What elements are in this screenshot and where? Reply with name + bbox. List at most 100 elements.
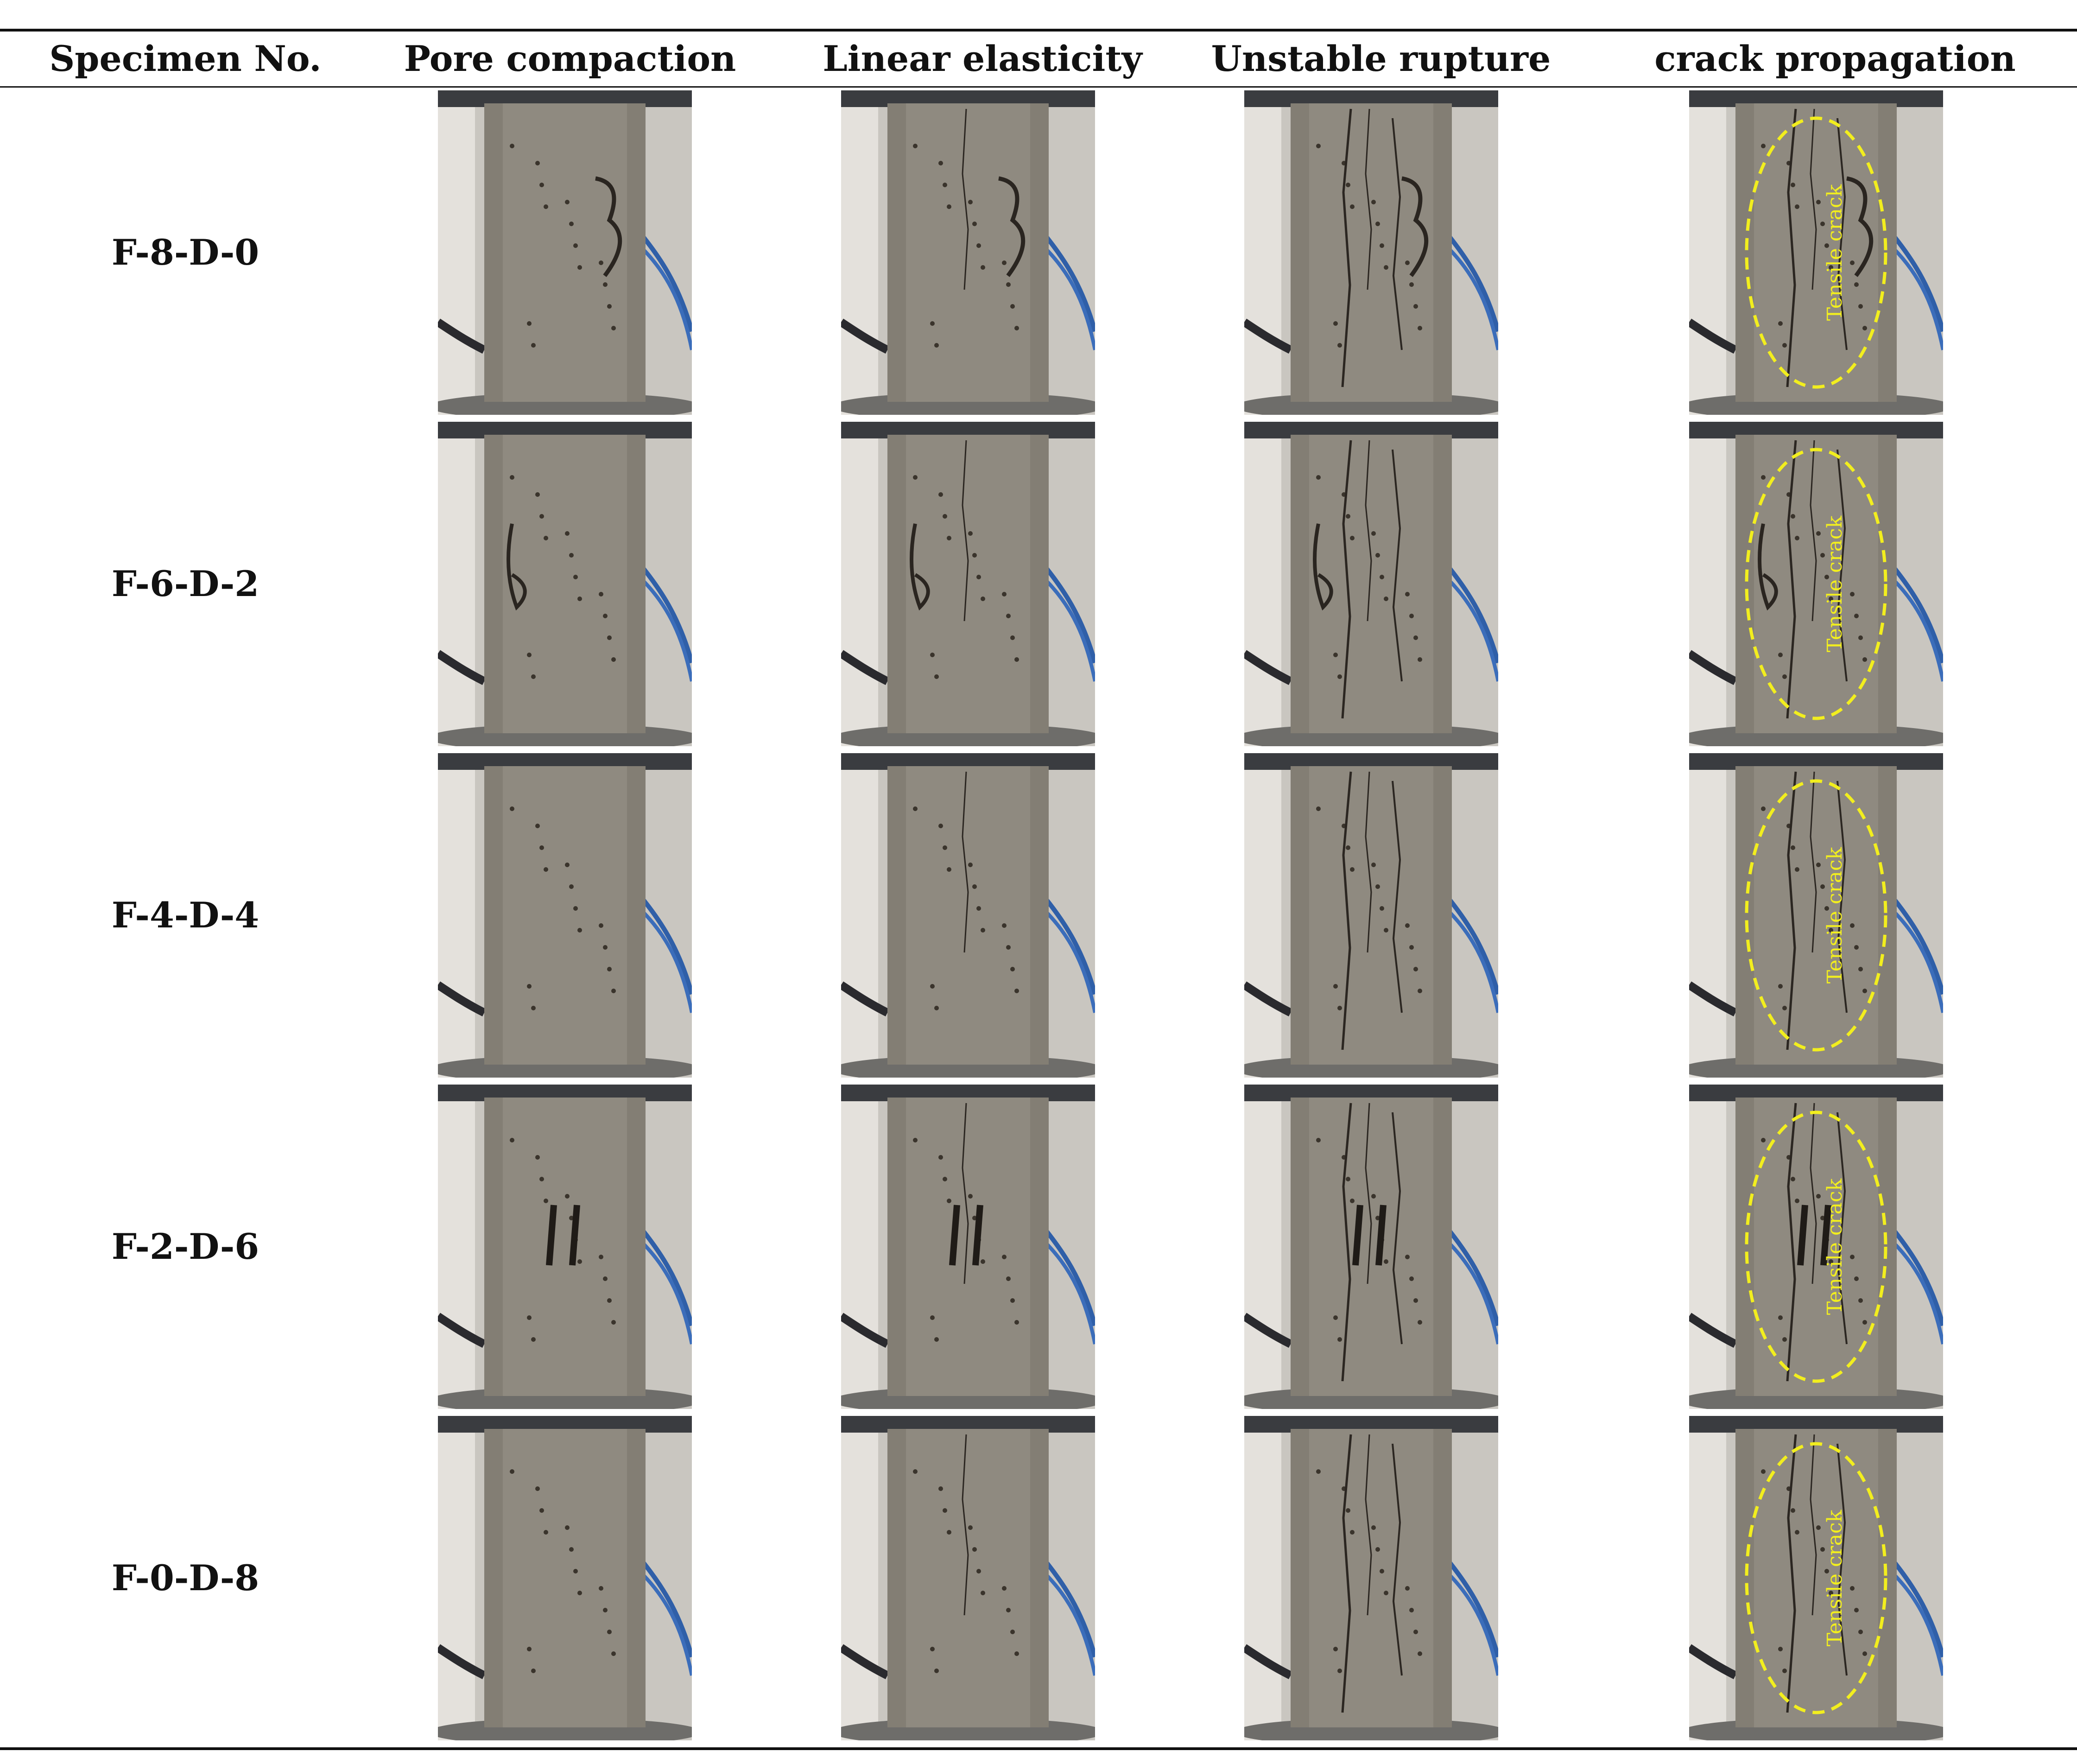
specimen-cylinder xyxy=(887,1429,1049,1727)
cylinder-shade xyxy=(1291,435,1309,733)
photo-pore-compaction xyxy=(438,1085,692,1409)
surface-pore xyxy=(968,531,973,536)
surface-pore xyxy=(531,1337,536,1342)
crack-line xyxy=(1810,108,1817,290)
specimen-cylinder xyxy=(887,1098,1049,1396)
specimen-cylinder xyxy=(1735,1098,1897,1396)
surface-pore xyxy=(1409,1276,1414,1281)
cable xyxy=(1038,1553,1095,1658)
cable xyxy=(841,318,890,354)
photo-unstable-rupture xyxy=(1244,1416,1498,1740)
cable xyxy=(1044,578,1095,682)
cylinder-shade xyxy=(627,1098,646,1396)
marker-slash xyxy=(569,1205,580,1266)
marker-slash xyxy=(1375,1205,1387,1266)
surface-pore xyxy=(1761,1138,1766,1142)
surface-pore xyxy=(981,265,985,270)
surface-pore xyxy=(972,553,977,558)
surface-pore xyxy=(1333,1647,1338,1651)
surface-pore xyxy=(1316,806,1321,811)
cable xyxy=(438,1644,487,1680)
cable xyxy=(438,1313,487,1348)
surface-pore xyxy=(1824,243,1829,248)
surface-pore xyxy=(1829,1591,1833,1595)
specimen-photo-graphic xyxy=(841,1085,1095,1409)
surface-pore xyxy=(539,845,544,850)
surface-pore xyxy=(565,1525,570,1530)
surface-pore xyxy=(1829,596,1833,601)
photo-linear-elasticity xyxy=(841,90,1095,415)
surface-pore xyxy=(535,1486,540,1491)
surface-pore xyxy=(1418,989,1422,993)
specimen-photo-graphic xyxy=(438,1085,692,1409)
surface-pore xyxy=(1006,614,1011,618)
backdrop-wall xyxy=(1244,1085,1281,1409)
surface-pore xyxy=(934,1006,939,1010)
cable xyxy=(438,650,487,685)
header-linear-elasticity: Linear elasticity xyxy=(823,38,1142,79)
surface-pore xyxy=(527,321,532,326)
specimen-cylinder xyxy=(484,435,646,733)
surface-pore xyxy=(1791,845,1795,850)
surface-pore xyxy=(544,867,548,872)
surface-pore xyxy=(569,1216,574,1220)
specimen-cylinder xyxy=(1735,435,1897,733)
crack-highlight-ellipse xyxy=(1745,1442,1887,1714)
surface-pore xyxy=(1006,945,1011,950)
surface-pore xyxy=(1418,657,1422,662)
cylinder-shade xyxy=(887,103,906,402)
crack-line xyxy=(1341,108,1352,387)
cable xyxy=(635,890,692,995)
surface-pore xyxy=(1014,1651,1019,1656)
crack-line xyxy=(1810,771,1817,953)
backdrop-wall xyxy=(438,422,475,746)
surface-pore xyxy=(1405,592,1410,596)
cylinder-shade xyxy=(1291,1429,1309,1727)
cable xyxy=(1044,247,1095,350)
surface-pore xyxy=(1862,657,1867,662)
surface-pore xyxy=(510,144,514,148)
cylinder-shade xyxy=(627,435,646,733)
surface-pore xyxy=(1854,1276,1859,1281)
surface-pore xyxy=(527,984,532,989)
specimen-cylinder xyxy=(1291,1429,1452,1727)
surface-pore xyxy=(531,343,536,348)
cable xyxy=(1447,578,1498,682)
marker-numeral xyxy=(1846,176,1874,277)
surface-pore xyxy=(1002,260,1007,265)
surface-pore xyxy=(1346,1177,1350,1181)
crack-highlight-ellipse xyxy=(1745,448,1887,720)
cylinder-shade xyxy=(1878,1098,1897,1396)
cable xyxy=(1442,1553,1498,1658)
surface-pore xyxy=(1820,884,1825,889)
surface-pore xyxy=(1375,1216,1380,1220)
backdrop-wall xyxy=(438,90,475,415)
photo-pore-compaction xyxy=(438,753,692,1078)
crack-line xyxy=(1786,440,1797,719)
surface-pore xyxy=(1795,204,1799,209)
crack-line xyxy=(1341,1103,1352,1382)
backdrop-wall xyxy=(841,1085,878,1409)
surface-pore xyxy=(1761,1469,1766,1474)
surface-pore xyxy=(1413,304,1418,309)
surface-pore xyxy=(930,321,935,326)
cable xyxy=(1044,909,1095,1013)
surface-pore xyxy=(1782,1337,1787,1342)
cable xyxy=(1244,1644,1293,1680)
surface-pore xyxy=(947,867,951,872)
specimen-photo-graphic xyxy=(1244,1085,1498,1409)
crack-line xyxy=(1392,780,1403,1013)
surface-pore xyxy=(1854,1608,1859,1612)
cylinder-shade xyxy=(887,1429,906,1727)
specimen-cylinder xyxy=(1291,1098,1452,1396)
specimen-label: F-2-D-6 xyxy=(111,1226,260,1267)
cable xyxy=(1447,1572,1498,1676)
marker-slash xyxy=(1352,1205,1363,1266)
cable xyxy=(841,650,890,685)
surface-pore xyxy=(611,1651,616,1656)
cylinder-shade xyxy=(1433,766,1452,1065)
surface-pore xyxy=(1850,923,1855,928)
surface-pore xyxy=(607,967,612,971)
cable xyxy=(841,1644,890,1680)
cable xyxy=(1447,247,1498,350)
